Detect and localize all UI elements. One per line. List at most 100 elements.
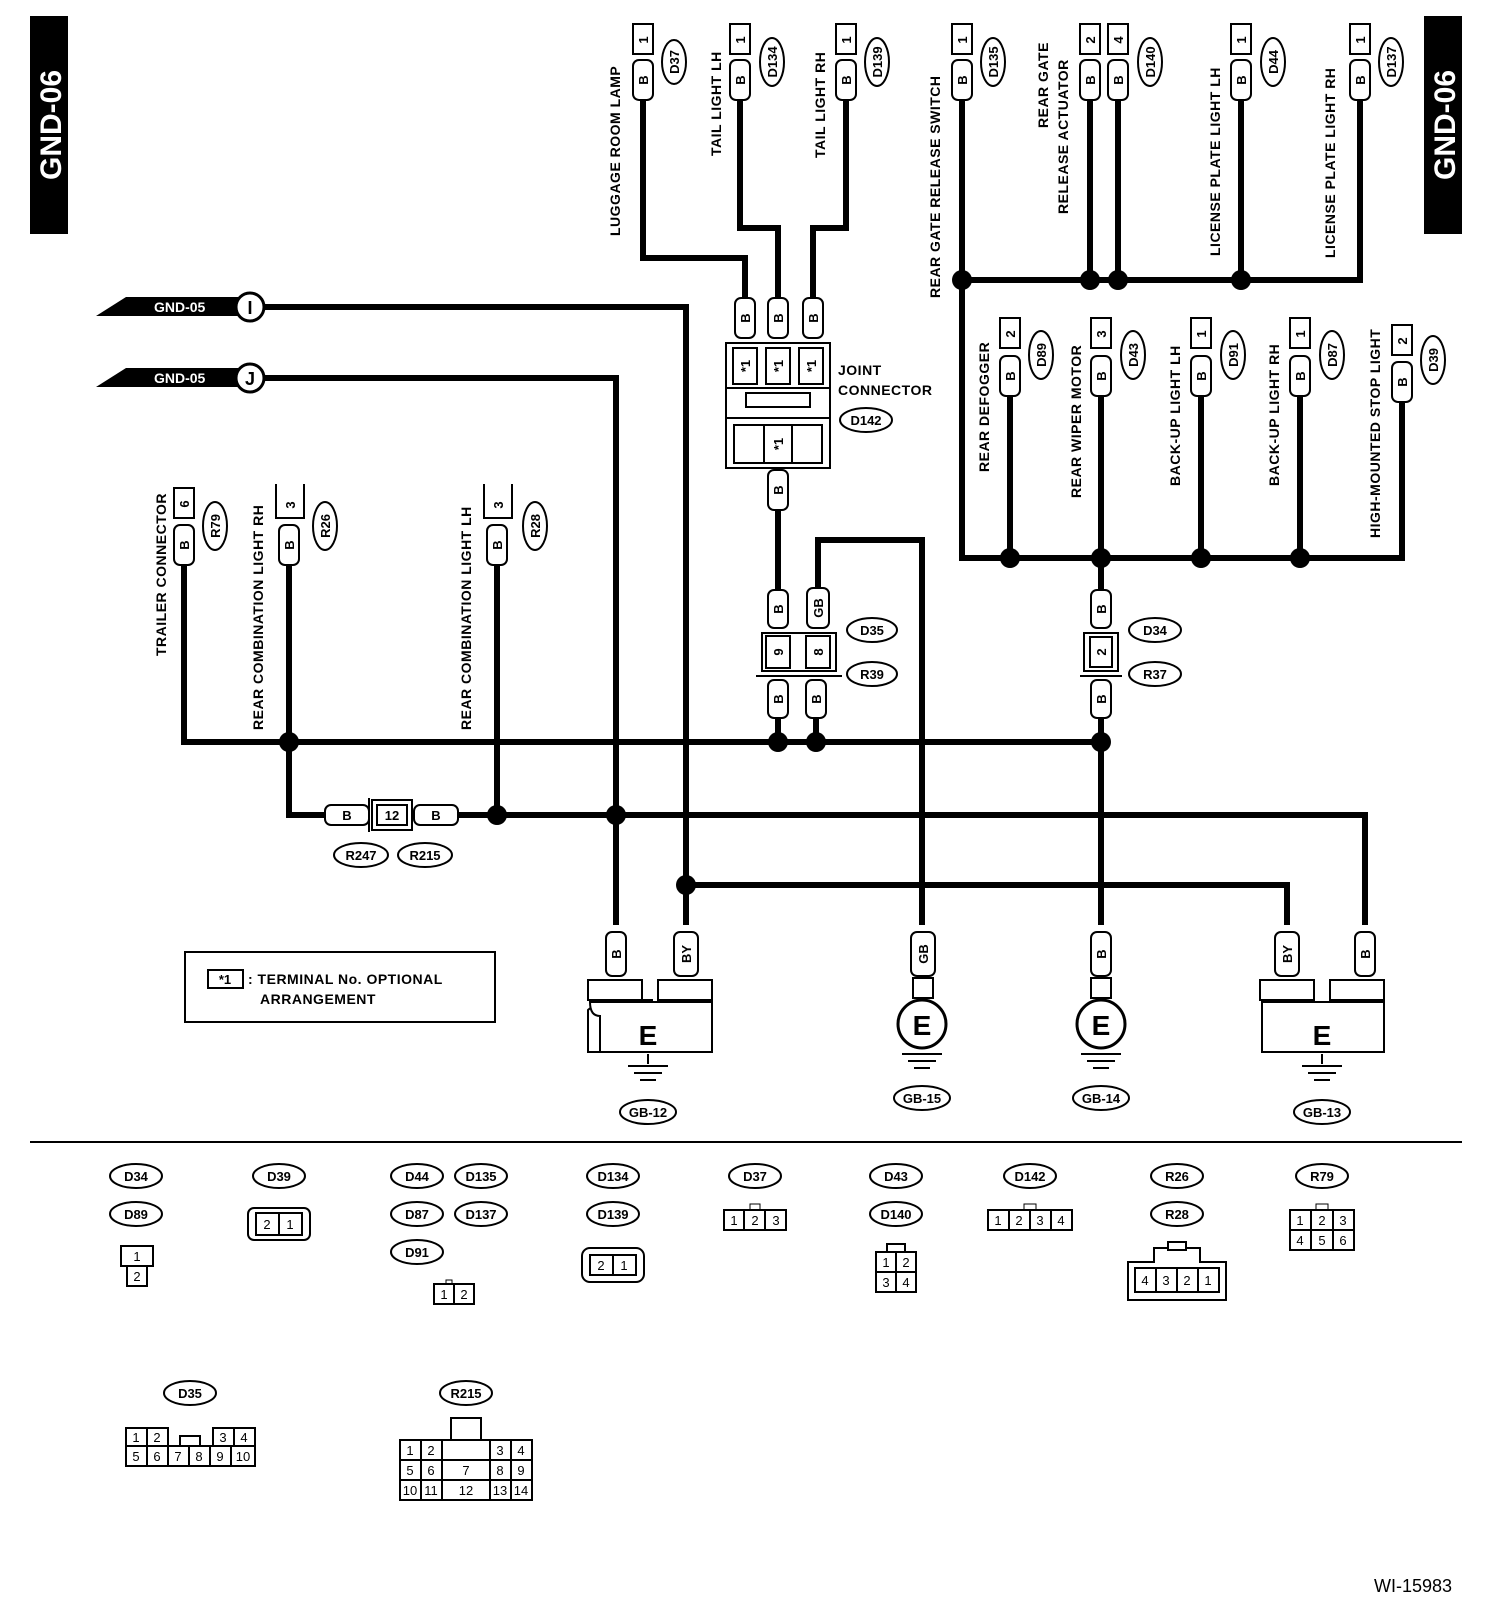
svg-text:4: 4 bbox=[517, 1443, 524, 1458]
gnd05-input-i: GND-05 I bbox=[96, 291, 266, 323]
view-d37: D37 1 2 3 bbox=[723, 1163, 787, 1231]
svg-text:D140: D140 bbox=[880, 1207, 911, 1222]
svg-text:B: B bbox=[955, 75, 970, 84]
svg-text:1: 1 bbox=[730, 1213, 737, 1228]
svg-text:D135: D135 bbox=[986, 46, 1001, 77]
svg-text:2: 2 bbox=[597, 1258, 604, 1273]
svg-text:1: 1 bbox=[1293, 330, 1308, 337]
svg-text:B: B bbox=[738, 313, 753, 322]
svg-text:2: 2 bbox=[1318, 1213, 1325, 1228]
svg-text:: TERMINAL No. OPTIONAL: : TERMINAL No. OPTIONAL bbox=[248, 971, 443, 987]
svg-text:GB: GB bbox=[811, 598, 826, 618]
ground-gb13: BY B E GB-13 bbox=[1259, 931, 1385, 1125]
svg-text:D35: D35 bbox=[860, 623, 884, 638]
svg-text:HIGH-MOUNTED STOP LIGHT: HIGH-MOUNTED STOP LIGHT bbox=[1367, 329, 1383, 538]
svg-text:BY: BY bbox=[1280, 945, 1295, 963]
svg-text:B: B bbox=[1358, 949, 1373, 958]
svg-text:4: 4 bbox=[1141, 1273, 1148, 1288]
svg-text:9: 9 bbox=[517, 1463, 524, 1478]
svg-text:B: B bbox=[806, 313, 821, 322]
svg-text:3: 3 bbox=[1339, 1213, 1346, 1228]
connector-license-plate-light-rh: 1 B D137 LICENSE PLATE LIGHT RH bbox=[1322, 23, 1404, 258]
svg-text:B: B bbox=[839, 75, 854, 84]
svg-text:LICENSE PLATE LIGHT LH: LICENSE PLATE LIGHT LH bbox=[1207, 67, 1223, 256]
side-tag-left: GND-06 bbox=[30, 16, 68, 234]
svg-text:B: B bbox=[431, 808, 440, 823]
svg-text:10: 10 bbox=[403, 1483, 417, 1498]
connector-tail-light-rh: 1 B D139 TAIL LIGHT RH bbox=[812, 23, 890, 158]
view-r26-r28: R26 R28 4 3 2 1 bbox=[1127, 1163, 1227, 1301]
svg-text:B: B bbox=[1293, 371, 1308, 380]
svg-text:B: B bbox=[282, 540, 297, 549]
svg-text:TAIL LIGHT RH: TAIL LIGHT RH bbox=[812, 52, 828, 158]
view-r79: R79 1 2 3 4 5 6 bbox=[1289, 1163, 1355, 1251]
svg-text:B: B bbox=[771, 604, 786, 613]
svg-text:B: B bbox=[1395, 377, 1410, 386]
svg-text:E: E bbox=[639, 1020, 658, 1051]
view-d34-d89: D34 D89 1 2 bbox=[109, 1163, 163, 1287]
svg-text:ARRANGEMENT: ARRANGEMENT bbox=[260, 991, 376, 1007]
svg-text:GB-15: GB-15 bbox=[903, 1091, 941, 1106]
svg-text:REAR COMBINATION LIGHT RH: REAR COMBINATION LIGHT RH bbox=[250, 505, 266, 730]
view-d134-d139: D134 D139 2 1 bbox=[581, 1163, 645, 1283]
connector-tail-light-lh: 1 B D134 TAIL LIGHT LH bbox=[708, 23, 785, 156]
gnd05-input-j: GND-05 J bbox=[96, 362, 266, 394]
connector-rear-defogger: 2 B D89 REAR DEFOGGER bbox=[976, 317, 1054, 472]
svg-text:1: 1 bbox=[839, 36, 854, 43]
svg-text:3: 3 bbox=[1036, 1213, 1043, 1228]
svg-text:2: 2 bbox=[1003, 330, 1018, 337]
svg-text:B: B bbox=[1234, 75, 1249, 84]
svg-text:B: B bbox=[636, 75, 651, 84]
connector-rear-gate-release-switch: 1 B D135 REAR GATE RELEASE SWITCH bbox=[927, 23, 1006, 298]
svg-text:D44: D44 bbox=[1266, 49, 1281, 74]
svg-text:D87: D87 bbox=[405, 1207, 429, 1222]
svg-text:GB-14: GB-14 bbox=[1082, 1091, 1121, 1106]
svg-text:D34: D34 bbox=[1143, 623, 1168, 638]
svg-text:REAR WIPER MOTOR: REAR WIPER MOTOR bbox=[1068, 345, 1084, 498]
svg-text:B: B bbox=[1094, 604, 1109, 613]
svg-text:13: 13 bbox=[493, 1483, 507, 1498]
svg-text:5: 5 bbox=[132, 1449, 139, 1464]
figure-id: WI-15983 bbox=[1374, 1576, 1452, 1596]
view-d39: D39 2 1 bbox=[247, 1163, 311, 1241]
svg-text:GB-13: GB-13 bbox=[1303, 1105, 1341, 1120]
svg-text:1: 1 bbox=[1234, 36, 1249, 43]
svg-text:JOINT: JOINT bbox=[838, 362, 882, 378]
svg-text:TRAILER CONNECTOR: TRAILER CONNECTOR bbox=[153, 493, 169, 656]
ground-gb15: GB E GB-15 bbox=[893, 931, 951, 1111]
svg-text:8: 8 bbox=[811, 648, 826, 655]
svg-text:11: 11 bbox=[424, 1483, 438, 1498]
svg-text:CONNECTOR: CONNECTOR bbox=[838, 382, 932, 398]
svg-text:6: 6 bbox=[177, 500, 192, 507]
connector-back-up-light-rh: 1 B D87 BACK-UP LIGHT RH bbox=[1266, 317, 1345, 486]
svg-text:D139: D139 bbox=[597, 1207, 628, 1222]
legend-box: *1 : TERMINAL No. OPTIONAL ARRANGEMENT bbox=[184, 951, 496, 1023]
svg-text:1: 1 bbox=[1194, 330, 1209, 337]
svg-text:LUGGAGE ROOM LAMP: LUGGAGE ROOM LAMP bbox=[607, 66, 623, 236]
svg-text:B: B bbox=[1083, 75, 1098, 84]
ground-gb12: B BY E GB-12 bbox=[587, 931, 713, 1125]
svg-text:1: 1 bbox=[1353, 36, 1368, 43]
svg-text:E: E bbox=[1092, 1010, 1111, 1041]
svg-text:3: 3 bbox=[772, 1213, 779, 1228]
view-d43-d140: D43 D140 1 2 3 4 bbox=[869, 1163, 923, 1293]
inline-connector-d34-r37: B 2 B D34 R37 bbox=[1080, 589, 1182, 719]
svg-text:9: 9 bbox=[771, 648, 786, 655]
svg-text:D142: D142 bbox=[850, 413, 881, 428]
svg-text:B: B bbox=[342, 808, 351, 823]
svg-text:2: 2 bbox=[133, 1269, 140, 1284]
svg-text:1: 1 bbox=[406, 1443, 413, 1458]
svg-text:1: 1 bbox=[955, 36, 970, 43]
connector-rear-combination-light-lh: 3 B R28 REAR COMBINATION LIGHT LH bbox=[458, 484, 548, 730]
svg-text:2: 2 bbox=[1183, 1273, 1190, 1288]
svg-text:1: 1 bbox=[636, 36, 651, 43]
connector-high-mounted-stop-light: 2 B D39 HIGH-MOUNTED STOP LIGHT bbox=[1367, 324, 1446, 538]
svg-text:3: 3 bbox=[1162, 1273, 1169, 1288]
svg-text:B: B bbox=[1094, 949, 1109, 958]
svg-text:REAR GATE RELEASE SWITCH: REAR GATE RELEASE SWITCH bbox=[927, 75, 943, 298]
svg-text:D43: D43 bbox=[884, 1169, 908, 1184]
svg-text:B: B bbox=[1094, 371, 1109, 380]
svg-text:5: 5 bbox=[1318, 1233, 1325, 1248]
